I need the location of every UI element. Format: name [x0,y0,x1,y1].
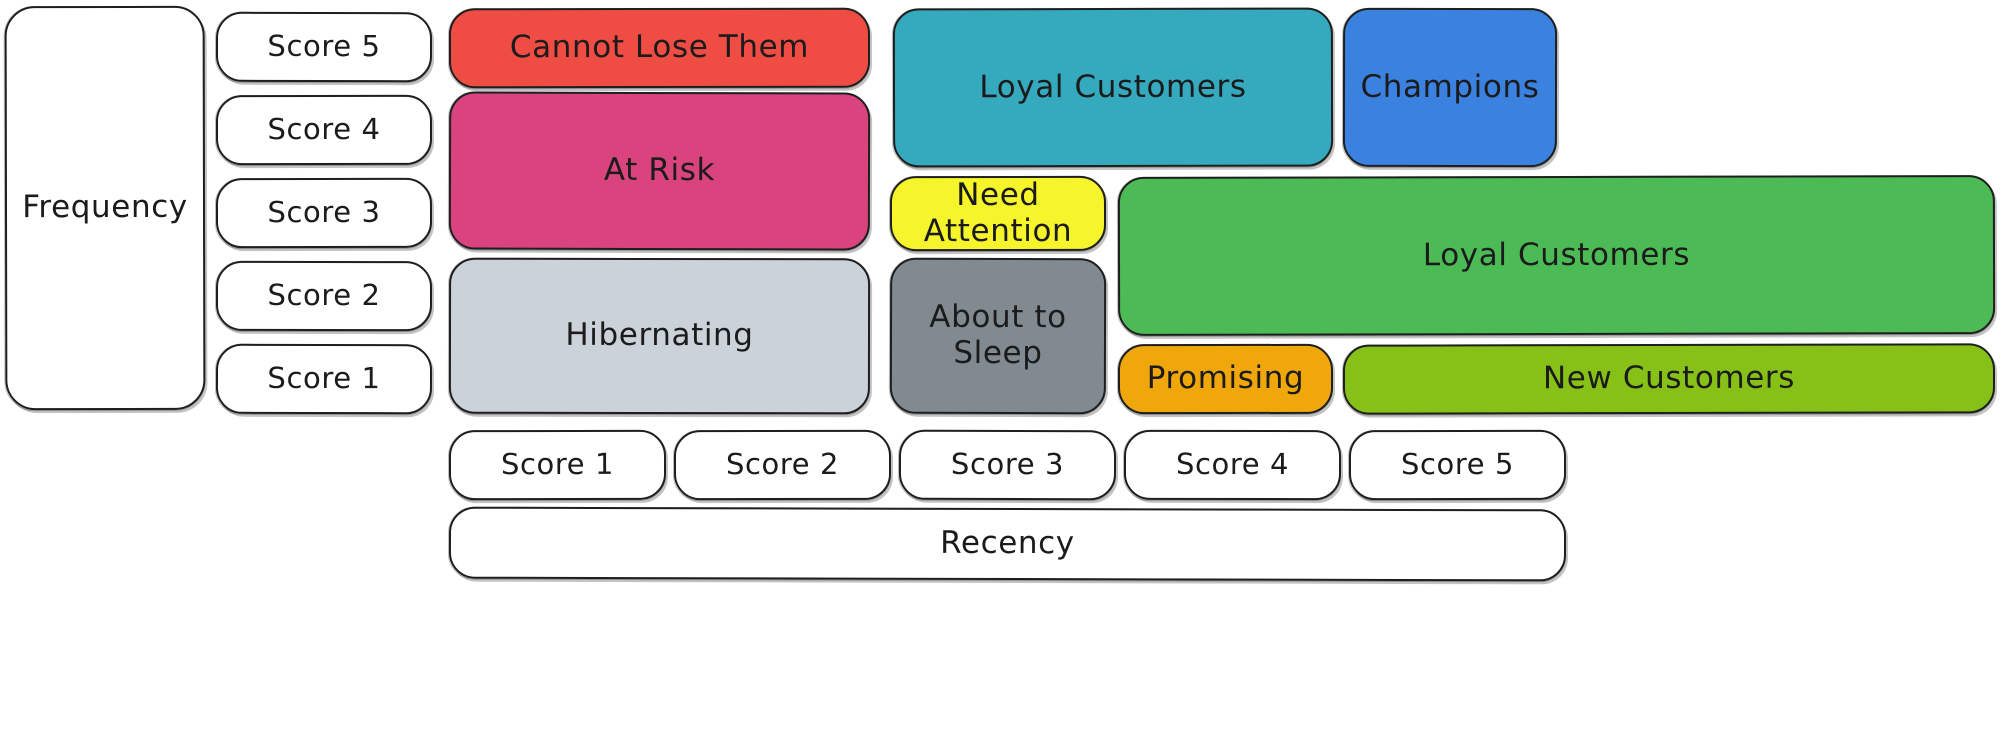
frequency-score-5[interactable]: Score 5 [215,11,433,83]
segment-at-risk[interactable]: At Risk [448,91,871,251]
frequency-score-4-label: Score 4 [267,112,381,147]
segment-about-to-sleep[interactable]: About to Sleep [889,257,1107,415]
segment-loyal-customers-teal-label: Loyal Customers [979,68,1247,105]
frequency-score-1[interactable]: Score 1 [215,343,433,415]
segment-at-risk-label: At Risk [603,152,716,189]
segment-promising-label: Promising [1146,360,1305,397]
segment-about-to-sleep-label: About to Sleep [929,299,1067,372]
segment-cannot-lose-them-label: Cannot Lose Them [509,28,810,66]
frequency-score-2-label: Score 2 [267,278,381,313]
segment-need-attention-label: Need Attention [923,176,1073,249]
recency-score-4-label: Score 4 [1175,447,1290,482]
segment-hibernating[interactable]: Hibernating [448,257,871,415]
segment-champions[interactable]: Champions [1342,7,1558,168]
recency-score-1-label: Score 1 [500,447,615,482]
recency-score-2-label: Score 2 [725,447,840,482]
recency-score-3[interactable]: Score 3 [898,429,1117,501]
recency-score-4[interactable]: Score 4 [1123,429,1342,501]
segment-loyal-customers-green-label: Loyal Customers [1422,236,1691,273]
segment-hibernating-label: Hibernating [565,317,754,354]
frequency-score-2[interactable]: Score 2 [215,260,433,332]
segment-new-customers-label: New Customers [1542,359,1796,397]
recency-axis-label: Recency [940,525,1075,562]
frequency-score-1-label: Score 1 [267,361,381,396]
recency-score-5[interactable]: Score 5 [1348,429,1567,501]
recency-score-3-label: Score 3 [950,447,1065,482]
segment-loyal-customers-teal[interactable]: Loyal Customers [892,7,1334,168]
frequency-axis-label: Frequency [22,188,188,226]
segment-promising[interactable]: Promising [1117,343,1334,415]
recency-axis-box: Recency [448,506,1567,582]
recency-score-1[interactable]: Score 1 [448,429,667,501]
frequency-score-3-label: Score 3 [267,195,381,230]
segment-need-attention[interactable]: Need Attention [889,175,1107,252]
segment-cannot-lose-them[interactable]: Cannot Lose Them [448,7,871,89]
segment-loyal-customers-green[interactable]: Loyal Customers [1117,175,1996,336]
frequency-score-3[interactable]: Score 3 [215,177,433,249]
segment-champions-label: Champions [1360,68,1540,105]
frequency-score-4[interactable]: Score 4 [215,94,433,166]
recency-score-5-label: Score 5 [1400,447,1515,482]
segment-new-customers[interactable]: New Customers [1342,343,1996,415]
frequency-score-5-label: Score 5 [267,29,381,64]
recency-score-2[interactable]: Score 2 [673,429,892,501]
frequency-axis-box: Frequency [4,5,206,411]
